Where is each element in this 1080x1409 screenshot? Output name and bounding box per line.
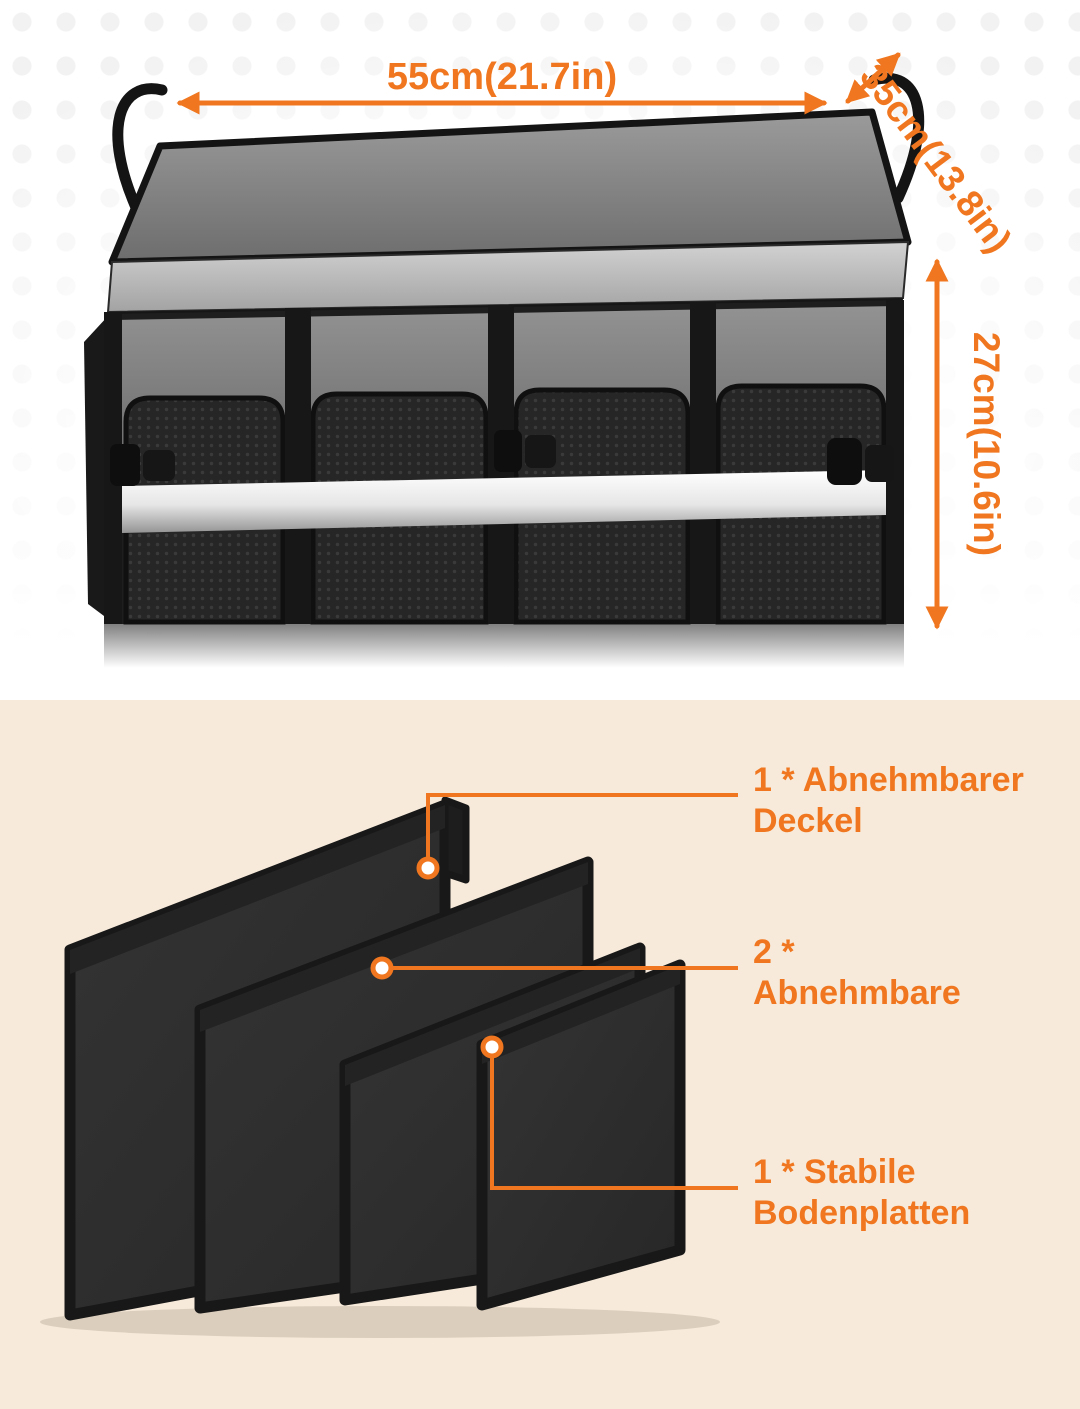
organizer-body [84,300,904,668]
callout-connectors [392,793,738,1190]
buckle-right [827,438,894,485]
callout-3-label: 1 * Stabile Bodenplatten [753,1152,970,1235]
lid [106,108,912,328]
trunk-organizer-illustration [84,52,949,668]
callout-3-line2: Bodenplatten [753,1194,971,1233]
ground-shadow [104,624,904,668]
callout-1-dot [416,856,440,880]
components-section: 1 * Abnehmbarer Deckel 2 * Abnehmbare 1 … [0,700,1080,1409]
callout-dots [370,856,504,1059]
callout-3-line1: 1 * Stabile [753,1153,916,1191]
callout-1-line [426,793,738,858]
height-dimension-label: 27cm(10.6in) [966,331,1007,557]
panel-lid-lip [441,796,470,884]
callout-1-line2: Deckel [753,802,863,841]
callout-2-line2: Abnehmbare [753,974,961,1013]
dimensions-section: 55cm(21.7in) 35cm(13.8in) 27cm(10.6in) [0,0,1080,700]
callout-3-dot [480,1035,504,1059]
dimension-arrows [176,52,949,630]
buckle-center [494,430,556,472]
buckle-left [110,444,175,486]
callout-3-line [490,1057,738,1190]
panels-illustration [40,793,738,1338]
width-dimension-label: 55cm(21.7in) [386,56,618,98]
left-handle [112,83,168,218]
callout-2-dot [370,956,394,980]
removable-panels [64,796,686,1321]
callout-1-line1: 1 * Abnehmbarer [753,761,1024,799]
buckles [110,430,894,486]
reflective-stripe [122,470,886,533]
callout-2-line1: 2 * [753,933,795,971]
depth-arrow [845,52,901,104]
callout-1-label: 1 * Abnehmbarer Deckel [753,760,1024,843]
callout-2-label: 2 * Abnehmbare [753,932,961,1015]
panel-bottom-plate [476,959,686,1311]
panels-shadow [40,1306,720,1338]
